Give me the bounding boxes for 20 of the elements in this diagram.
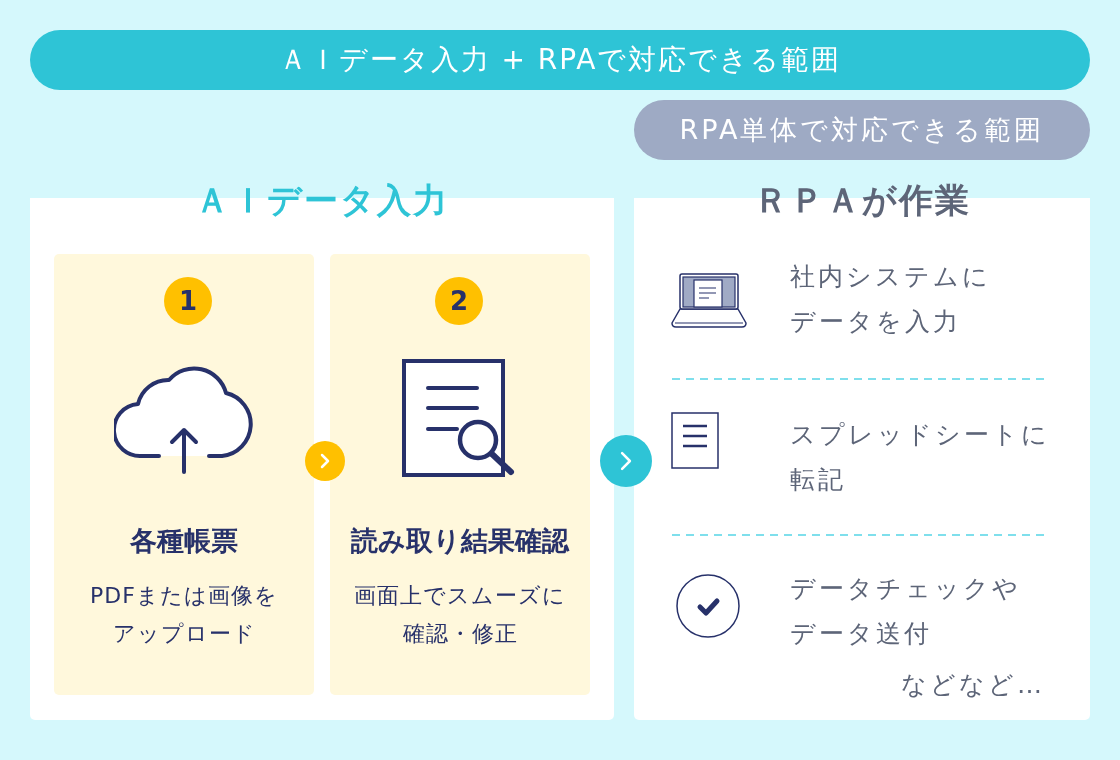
chevron-arrow bbox=[600, 435, 652, 487]
step-title: 読み取り結果確認 bbox=[351, 524, 569, 558]
task-text: データチェックやデータ送付 bbox=[790, 566, 1022, 656]
step-card bbox=[330, 254, 590, 695]
scope-banner: RPA単体で対応できる範囲 bbox=[634, 100, 1090, 160]
step-description: 画面上でスムーズに確認・修正 bbox=[353, 582, 567, 648]
task-text: 社内システムにデータを入力 bbox=[790, 254, 995, 344]
panel bbox=[634, 180, 1090, 720]
number-badge: 2 bbox=[435, 277, 483, 325]
task-text: スプレッドシートに転記 bbox=[790, 412, 1052, 502]
note-text: などなど… bbox=[901, 669, 1045, 701]
panel-heading: ＡＩデータ入力 bbox=[195, 180, 449, 220]
panel-heading: ＲＰＡが作業 bbox=[753, 180, 971, 220]
panel bbox=[30, 180, 614, 720]
step-title: 各種帳票 bbox=[130, 524, 238, 558]
scope-banner: ＡＩデータ入力 + RPAで対応できる範囲 bbox=[30, 30, 1090, 90]
chevron-arrow bbox=[305, 441, 345, 481]
step-description: PDFまたは画像をアップロード bbox=[89, 582, 279, 648]
step-card bbox=[54, 254, 314, 695]
number-badge: 1 bbox=[164, 277, 212, 325]
